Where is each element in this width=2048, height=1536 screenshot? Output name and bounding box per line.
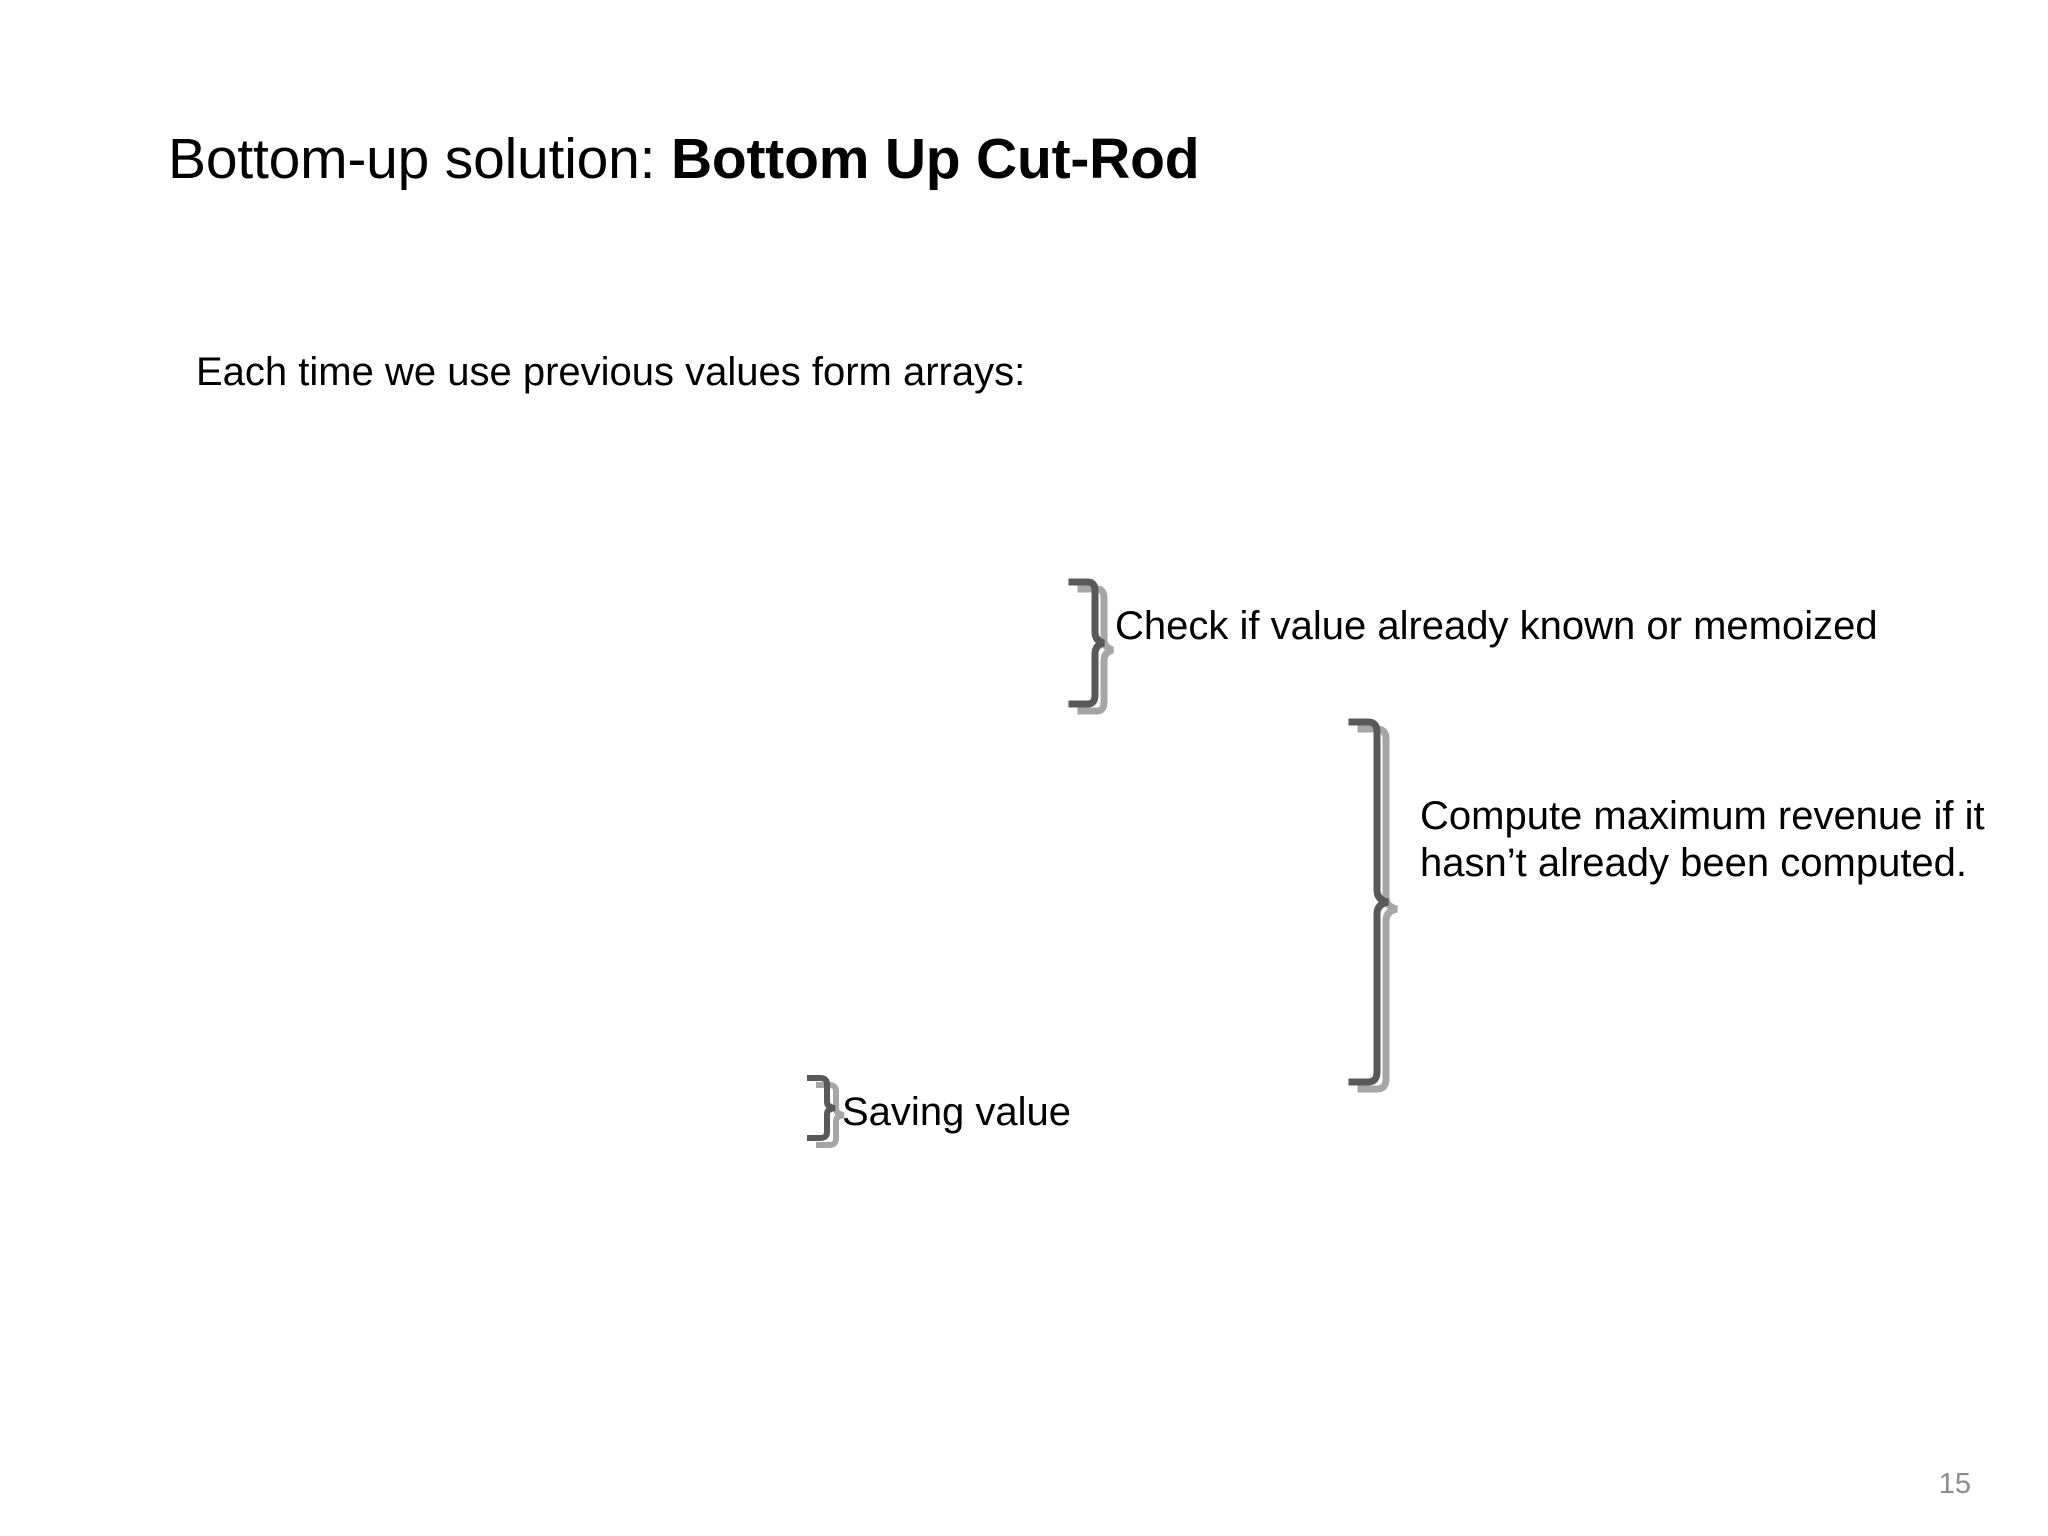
page-title: Bottom-up solution: Bottom Up Cut-Rod: [168, 127, 1200, 191]
title-regular-part: Bottom-up solution:: [168, 127, 671, 191]
right-curly-brace-icon-shadow: [816, 1082, 845, 1148]
right-curly-brace-icon: [807, 1075, 836, 1141]
right-curly-brace-icon-shadow: [1357, 725, 1398, 1093]
right-curly-brace-icon: [1348, 718, 1389, 1086]
callout-check-label: Check if value already known or memoized: [1115, 604, 1878, 648]
title-bold-part: Bottom Up Cut-Rod: [670, 127, 1200, 191]
callout-saving-label: Saving value: [842, 1090, 1072, 1134]
subtitle-text: Each time we use previous values form ar…: [196, 350, 1026, 394]
callout-compute-label: Compute maximum revenue if it hasn’t alr…: [1420, 794, 1985, 886]
page-number: 15: [1938, 1468, 1971, 1500]
right-curly-brace-icon-shadow: [1077, 585, 1114, 715]
right-curly-brace-icon: [1068, 578, 1105, 708]
